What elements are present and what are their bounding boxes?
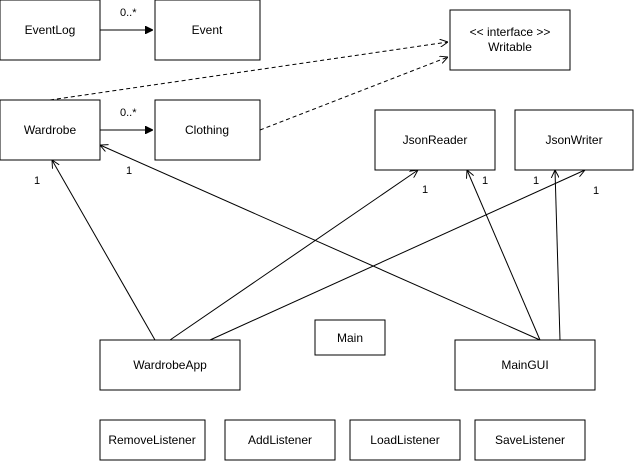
class-removelistener-label: RemoveListener [108, 433, 195, 447]
mult-eventlog-event: 0..* [120, 7, 137, 19]
class-loadlistener[interactable]: LoadListener [349, 419, 461, 461]
class-event[interactable]: Event [154, 0, 261, 61]
class-writable-label: Writable [488, 40, 532, 54]
class-main-label: Main [337, 331, 363, 345]
mult-gui-writer: 1 [533, 175, 539, 187]
mult-app-wardrobe: 1 [34, 175, 40, 187]
edges [49, 30, 585, 341]
class-wardrobeapp[interactable]: WardrobeApp [99, 339, 241, 391]
class-eventlog-label: EventLog [25, 23, 76, 37]
multiplicities: 0..* 0..* 1 1 1 1 1 1 [34, 7, 599, 197]
edge-app-writer [209, 170, 585, 341]
class-wardrobe[interactable]: Wardrobe [0, 99, 101, 161]
mult-gui-reader: 1 [482, 175, 488, 187]
edge-gui-wardrobe [100, 145, 541, 341]
mult-app-writer: 1 [593, 185, 599, 197]
class-jsonreader-label: JsonReader [403, 133, 468, 147]
class-maingui[interactable]: MainGUI [454, 339, 596, 391]
class-eventlog[interactable]: EventLog [0, 0, 101, 61]
class-addlistener-label: AddListener [248, 433, 312, 447]
class-jsonwriter-label: JsonWriter [545, 133, 602, 147]
class-wardrobe-label: Wardrobe [24, 123, 77, 137]
mult-gui-wardrobe: 1 [126, 165, 132, 177]
class-clothing[interactable]: Clothing [154, 99, 261, 161]
edge-app-wardrobe [52, 160, 156, 341]
class-savelistener-label: SaveListener [495, 433, 565, 447]
class-wardrobeapp-label: WardrobeApp [133, 358, 207, 372]
edge-gui-writer [555, 170, 561, 341]
edge-clothing-writable [259, 57, 448, 131]
mult-wardrobe-clothing: 0..* [120, 107, 137, 119]
edge-gui-reader [467, 170, 541, 341]
class-writable[interactable]: << interface >> Writable [449, 9, 571, 71]
class-main[interactable]: Main [314, 319, 386, 356]
class-loadlistener-label: LoadListener [370, 433, 439, 447]
edge-app-reader [169, 170, 418, 341]
class-clothing-label: Clothing [185, 123, 229, 137]
class-maingui-label: MainGUI [501, 358, 548, 372]
class-savelistener[interactable]: SaveListener [474, 419, 586, 461]
class-jsonwriter[interactable]: JsonWriter [514, 109, 634, 171]
class-event-label: Event [192, 23, 223, 37]
class-jsonreader[interactable]: JsonReader [374, 109, 496, 171]
mult-app-reader: 1 [422, 184, 428, 196]
class-writable-stereotype: << interface >> [470, 25, 551, 39]
class-removelistener[interactable]: RemoveListener [99, 419, 206, 461]
class-addlistener[interactable]: AddListener [224, 419, 336, 461]
